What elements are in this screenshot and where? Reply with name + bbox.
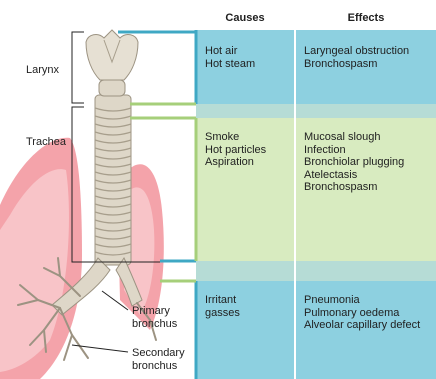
- effects-header: Effects: [296, 12, 436, 24]
- row-3-causes: Irritant gasses: [205, 294, 240, 319]
- larynx-label: Larynx: [26, 64, 59, 77]
- row-1-causes: Hot air Hot steam: [205, 45, 255, 70]
- row-1-effects: Laryngeal obstruction Bronchospasm: [304, 45, 409, 70]
- row-3-effects: Pneumonia Pulmonary oedema Alveolar capi…: [304, 294, 420, 332]
- row-2-causes: Smoke Hot particles Aspiration: [205, 131, 266, 169]
- secondary-bronchus-label: Secondary bronchus: [132, 347, 185, 373]
- larynx-illustration: [86, 30, 138, 96]
- row-2-effects: Mucosal slough Infection Bronchiolar plu…: [304, 131, 404, 194]
- primary-bronchus-label: Primary bronchus: [132, 305, 177, 331]
- lungs-illustration: [0, 138, 164, 379]
- trachea-label: Trachea: [26, 136, 66, 149]
- causes-header: Causes: [196, 12, 294, 24]
